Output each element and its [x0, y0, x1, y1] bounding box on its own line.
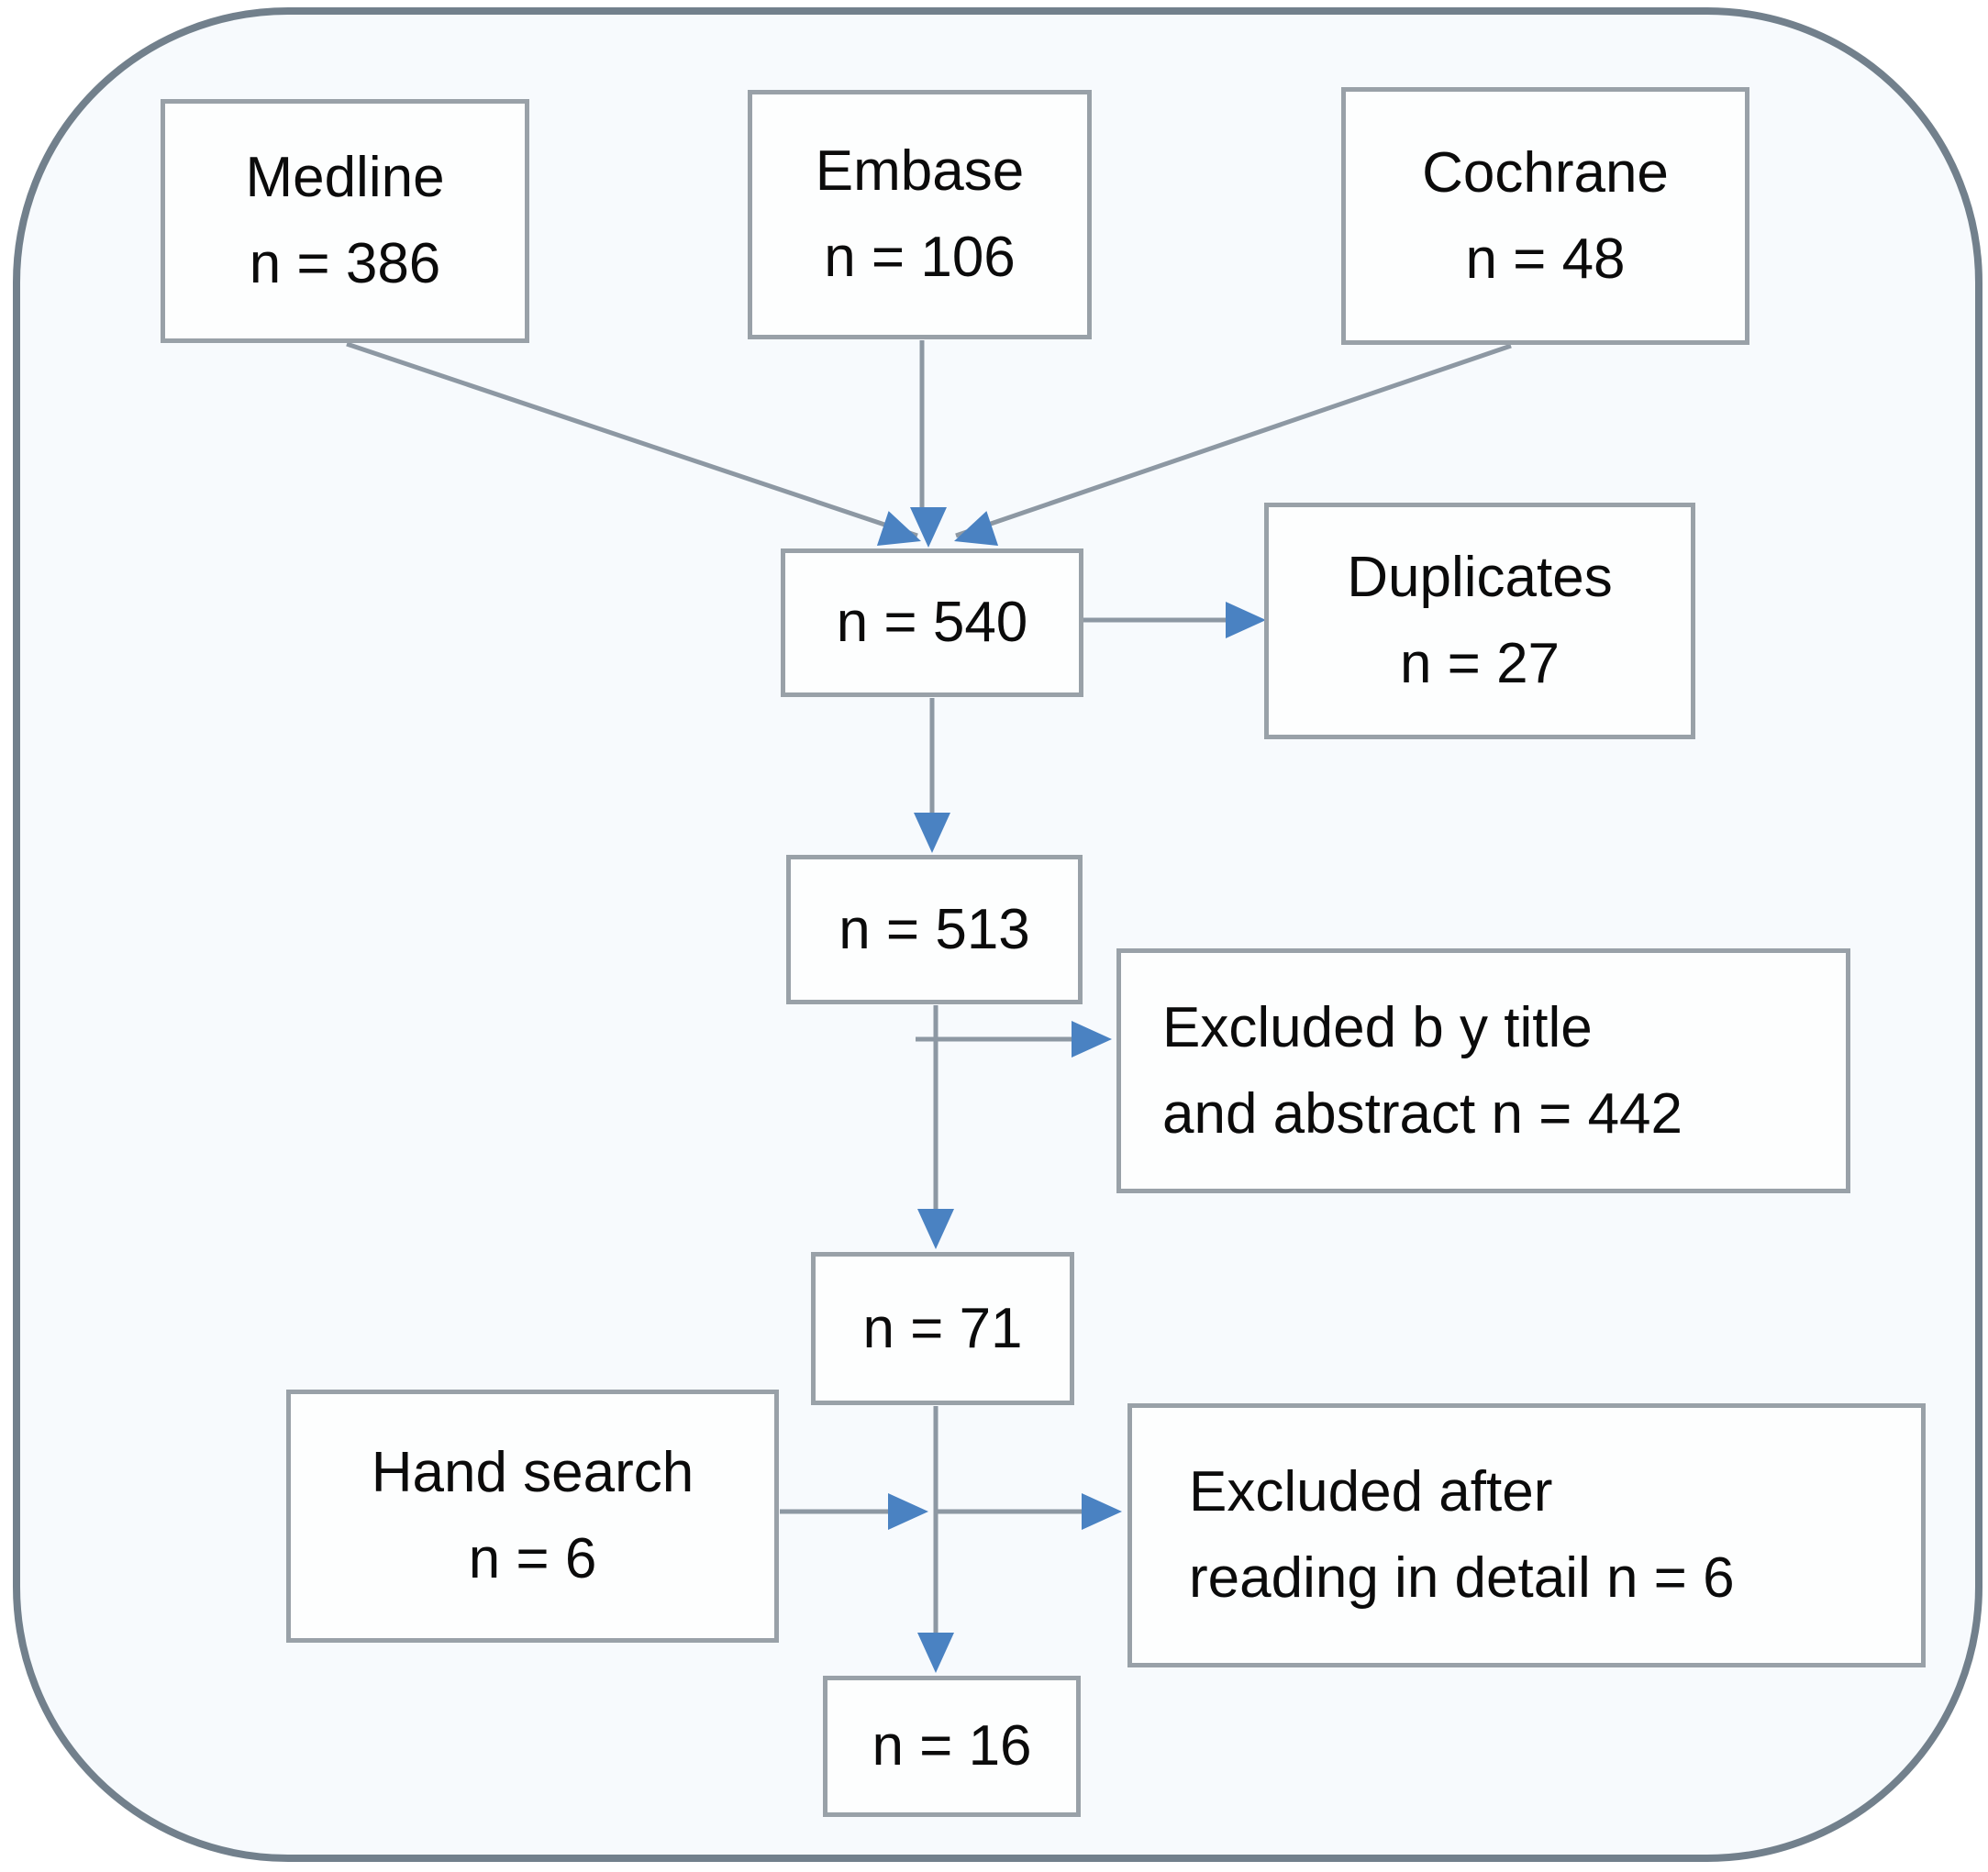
node-count: and abstract n = 442 [1162, 1081, 1683, 1146]
node-label: Embase [815, 139, 1025, 203]
node-label: Hand search [371, 1441, 694, 1504]
node-count: n = 513 [839, 897, 1030, 961]
node-excluded-by-title-abstract: Excluded b y title and abstract n = 442 [1116, 948, 1850, 1193]
node-excluded-after-reading: Excluded after reading in detail n = 6 [1127, 1403, 1926, 1667]
node-pooled-total: n = 540 [781, 548, 1083, 697]
node-after-duplicates-removed: n = 513 [786, 855, 1083, 1004]
node-included-final: n = 16 [823, 1676, 1081, 1817]
node-duplicates: Duplicates n = 27 [1264, 503, 1695, 739]
node-label: Excluded b y title [1162, 995, 1593, 1059]
node-label: Medline [245, 146, 445, 209]
node-medline: Medline n = 386 [161, 99, 529, 343]
node-label: Cochrane [1422, 140, 1669, 205]
node-count: n = 16 [872, 1714, 1032, 1778]
node-screened-fulltext: n = 71 [811, 1252, 1074, 1405]
node-count: n = 27 [1399, 632, 1560, 695]
node-embase: Embase n = 106 [748, 90, 1092, 339]
node-count: n = 6 [468, 1527, 597, 1590]
node-count: n = 48 [1465, 227, 1626, 291]
node-label: Excluded after [1189, 1460, 1553, 1523]
node-label: Duplicates [1347, 546, 1613, 609]
node-cochrane: Cochrane n = 48 [1341, 87, 1749, 345]
node-count: n = 540 [836, 591, 1028, 654]
node-hand-search: Hand search n = 6 [286, 1390, 779, 1643]
node-count: n = 386 [249, 232, 441, 295]
node-count: n = 106 [824, 226, 1016, 289]
node-count: reading in detail n = 6 [1189, 1546, 1735, 1610]
node-count: n = 71 [862, 1296, 1023, 1360]
